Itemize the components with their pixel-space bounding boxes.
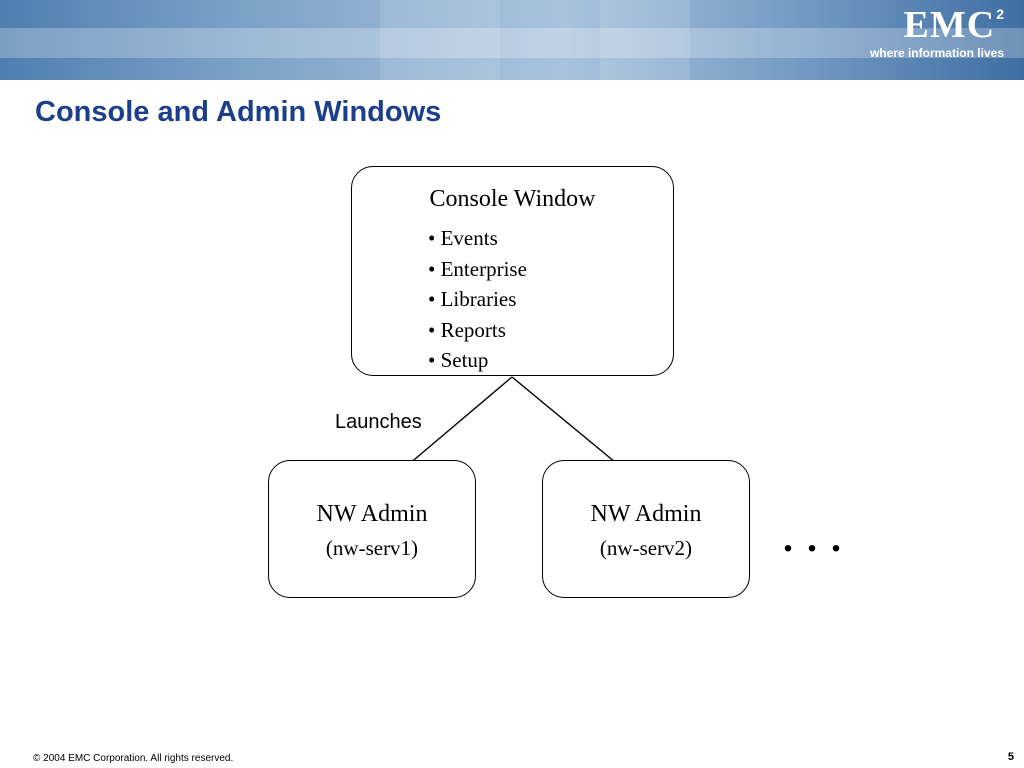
banner-band [0, 28, 1024, 58]
nw-admin-server-2: (nw-serv2) [599, 536, 693, 560]
banner-texture [380, 0, 500, 80]
footer-copyright: © 2004 EMC Corporation. All rights reser… [33, 753, 234, 764]
launches-label: Launches [335, 411, 422, 433]
nw-admin-box-1: NW Admin (nw-serv1) [268, 460, 476, 598]
emc-logo: EMC2 where information lives [844, 6, 1004, 76]
logo-mark: EMC [903, 4, 996, 46]
nw-admin-box-2: NW Admin (nw-serv2) [542, 460, 750, 598]
console-window-heading: Console Window [429, 186, 596, 212]
nw-admin-server-1: (nw-serv1) [325, 536, 419, 560]
console-item-setup: • Setup [428, 348, 489, 373]
header-banner: EMC2 where information lives [0, 0, 1024, 80]
console-window-box: Console Window • Events • Enterprise • L… [351, 166, 674, 376]
console-item-libraries: • Libraries [428, 287, 517, 312]
nw-admin-title-1: NW Admin [316, 501, 428, 527]
more-ellipsis: ... [783, 515, 855, 560]
console-item-reports: • Reports [428, 317, 506, 342]
page-number: 5 [1007, 751, 1014, 763]
console-item-events: • Events [428, 226, 498, 250]
logo-superscript: 2 [996, 6, 1004, 22]
page-title: Console and Admin Windows [35, 96, 442, 128]
console-feature-list: • Events • Enterprise • Libraries • Repo… [428, 223, 527, 376]
banner-texture [600, 0, 690, 80]
console-item-enterprise: • Enterprise [428, 256, 527, 281]
logo-tagline: where information lives [869, 46, 1004, 60]
nw-admin-title-2: NW Admin [590, 501, 702, 527]
